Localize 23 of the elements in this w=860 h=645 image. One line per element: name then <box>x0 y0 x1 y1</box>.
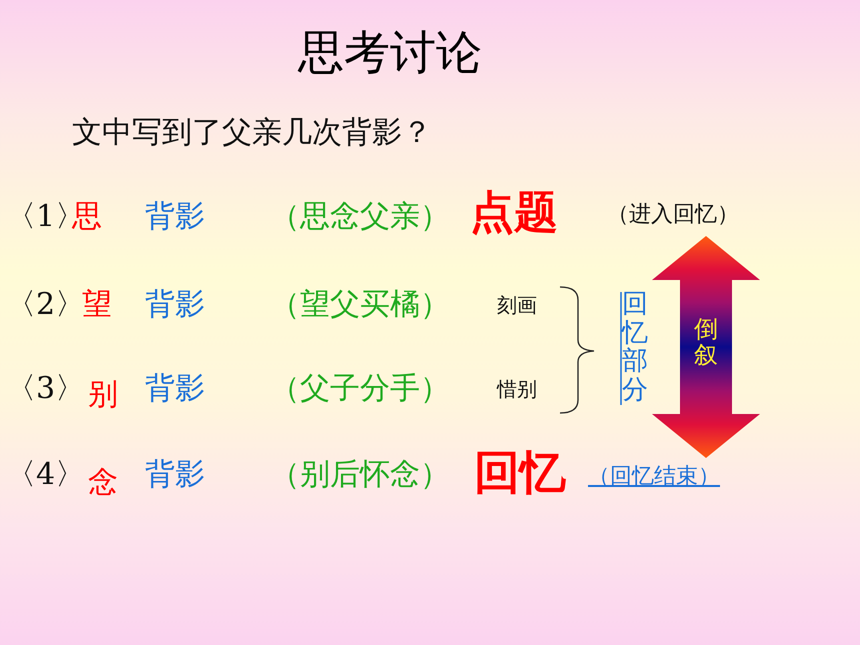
description-text: （望父买橘） <box>270 288 450 322</box>
question-text: 文中写到了父亲几次背影？ <box>72 116 432 150</box>
key-character: 念 <box>88 466 118 500</box>
description-text: （别后怀念） <box>270 458 450 492</box>
arrow-text: 倒叙 <box>694 316 718 369</box>
shadow-text: 背影 <box>145 200 205 234</box>
shadow-text: 背影 <box>145 372 205 406</box>
item-number: 〈3〉 <box>6 372 86 406</box>
title: 思考讨论 <box>298 26 482 79</box>
shadow-text: 背影 <box>145 288 205 322</box>
description-text: （父子分手） <box>270 372 450 406</box>
key-character: 望 <box>82 288 112 322</box>
shadow-text: 背影 <box>145 458 205 492</box>
note-text: 惜别 <box>497 378 537 401</box>
description-text: （思念父亲） <box>270 200 450 234</box>
emphasis-text: 点题 <box>470 188 558 239</box>
key-character: 别 <box>88 378 118 412</box>
link-text: （回忆结束） <box>588 464 720 490</box>
note-text: 刻画 <box>497 294 537 317</box>
vertical-text: 回忆部分 <box>622 290 648 404</box>
note-text: （进入回忆） <box>607 202 739 228</box>
emphasis-text: 回忆 <box>474 446 566 499</box>
item-number: 〈4〉 <box>6 458 86 492</box>
